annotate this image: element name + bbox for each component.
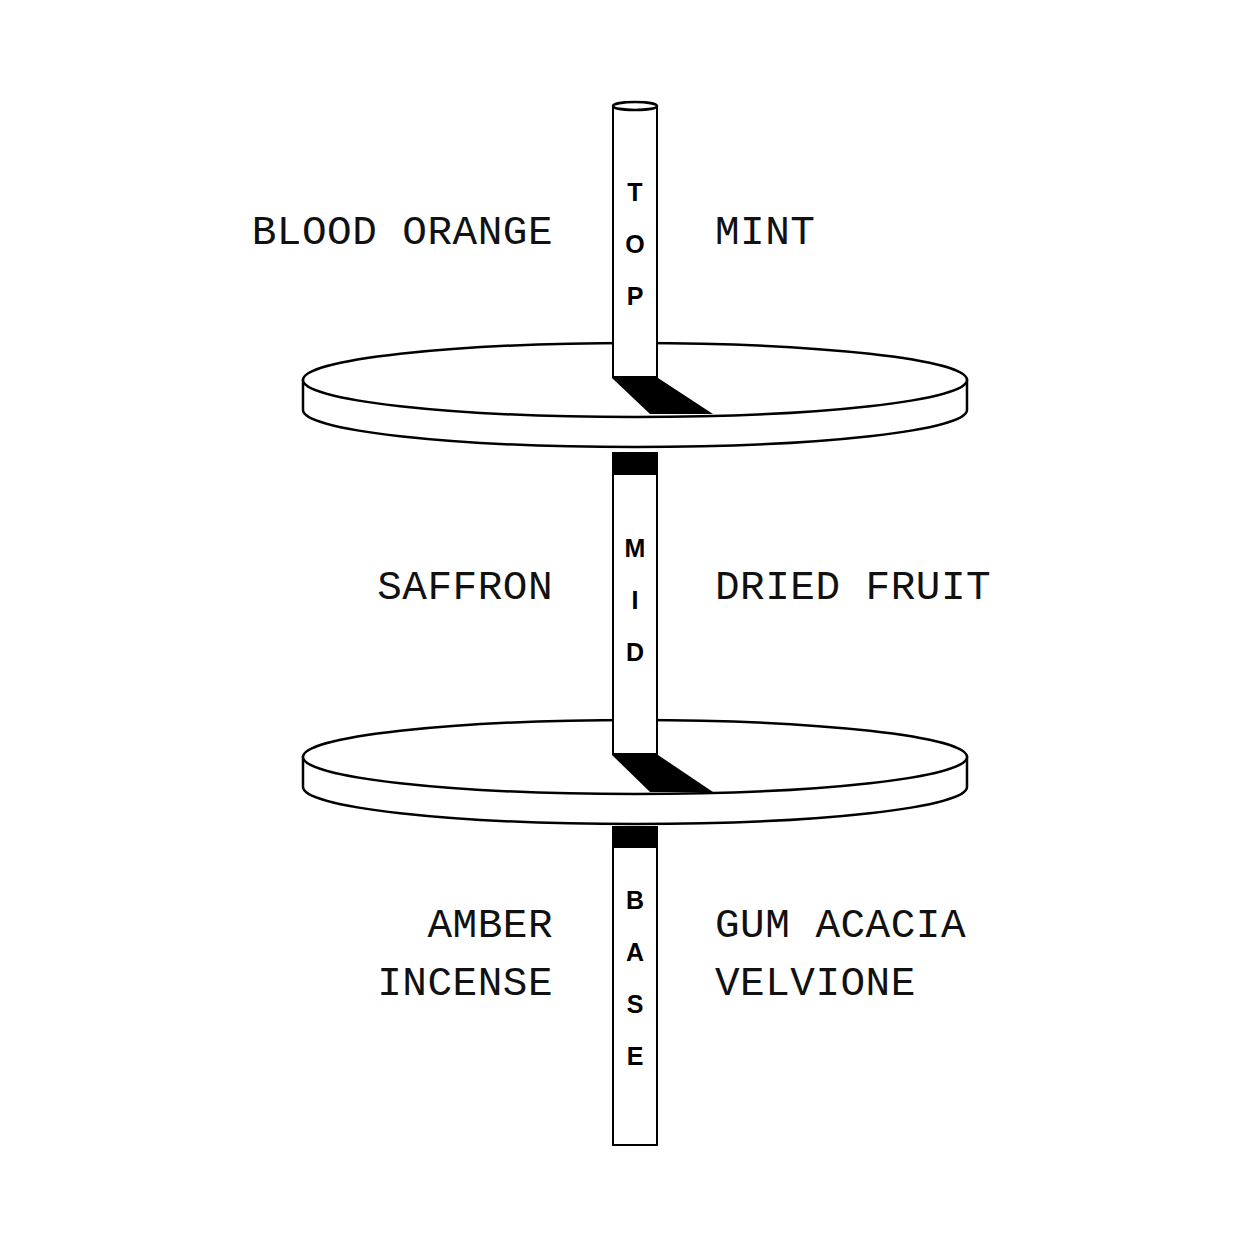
scent-note: SAFFRON — [377, 564, 553, 612]
scent-note: DRIED FRUIT — [715, 564, 991, 612]
tier-label: MID — [624, 522, 647, 678]
rod-shadow — [612, 378, 713, 414]
rod-shadow — [612, 755, 713, 792]
scent-note: AMBER — [427, 902, 553, 950]
tier-label: BASE — [624, 874, 647, 1082]
note-tier-rod: TOP — [612, 105, 658, 378]
scent-note: GUM ACACIA — [715, 902, 966, 950]
scent-note: VELVIONE — [715, 960, 916, 1008]
note-tier-rod: BASE — [612, 826, 658, 1146]
scent-note: BLOOD ORANGE — [252, 209, 553, 257]
scent-note: INCENSE — [377, 960, 553, 1008]
tier-label: TOP — [624, 166, 647, 322]
note-tier-rod: MID — [612, 452, 658, 755]
scent-note: MINT — [715, 209, 815, 257]
